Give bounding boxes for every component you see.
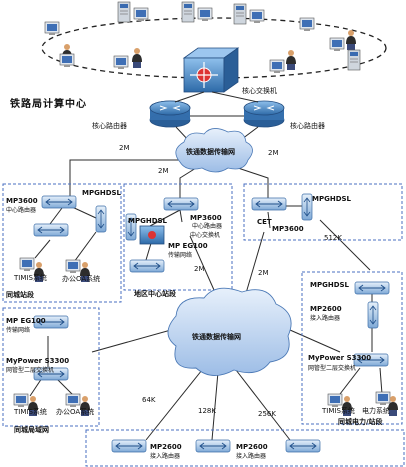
mpghdsl-left-label: MPGHDSL: [82, 189, 122, 197]
mp2600-b1-label: MP2600: [150, 443, 182, 451]
links: [29, 91, 383, 441]
mp3600-mid-label: MP3600: [190, 214, 222, 222]
link-64k: 64K: [142, 396, 156, 404]
mpeg100-mid-label: MP EG100: [168, 242, 208, 250]
oa-left-label: 办公OA系统: [62, 275, 101, 283]
timis-bl-label: TIMIS系统: [14, 408, 47, 416]
core-router-right-label: 核心路由器: [290, 122, 325, 130]
mpeg100-left-sublabel: 传输网络: [6, 327, 31, 334]
power-br-label: 电力系统: [362, 407, 390, 415]
bureau-center-label: 铁路局计算中心: [10, 99, 87, 110]
mid-cluster-devices: [125, 197, 199, 273]
mpeg100-left-label: MP EG100: [6, 317, 46, 325]
mp3600-left-sublabel: 中心路由器: [6, 207, 37, 214]
core-router-left-label: 核心路由器: [92, 122, 127, 130]
mpghdsl-mid-label: MPGHDSL: [128, 217, 168, 225]
core-switch-icon: [182, 47, 240, 93]
oa-bl-label: 办公OA系统: [56, 408, 95, 416]
top-cloud-icon: [175, 128, 253, 173]
mypower-br-sublabel: 网管型二层交换机: [308, 365, 357, 372]
bottom-row-devices: [111, 439, 321, 453]
dashed-groups: [2, 183, 405, 467]
mypower-left-sublabel: 网管型二层交换机: [6, 367, 55, 374]
core-router-left-icon: [149, 100, 191, 128]
mp3600-right-label: MP3600: [272, 225, 304, 233]
mypower-left-label: MyPower S3300: [6, 357, 70, 365]
core-router-right-icon: [243, 100, 285, 128]
timis-br-label: TIMIS系统: [322, 407, 355, 415]
link-256k: 256K: [258, 410, 276, 418]
mp3600-mid-sublabel: 中心路由器: [192, 223, 223, 230]
city-power-label: 同城电力/站段: [338, 418, 383, 426]
mypower-br-label: MyPower S3300: [308, 354, 372, 362]
city-lan-label: 同城局域网: [14, 426, 49, 434]
mp2600-b1-sublabel: 接入路由器: [150, 453, 181, 460]
mp2600-br-label: MP2600: [310, 305, 342, 313]
timis-left-label: TIMIS系统: [14, 274, 47, 282]
mp3600-left-label: MP3600: [6, 197, 38, 205]
mid-transfer-label: 传输网络: [168, 252, 193, 259]
mpghdsl-br-label: MPGHDSL: [310, 281, 350, 289]
link-2m-b: 2M: [158, 167, 169, 175]
link-2m-c: 2M: [268, 149, 279, 157]
mid-cloud-icon: [167, 287, 292, 376]
district-center-label: 地区中心站段: [134, 290, 176, 298]
link-2m-e: 2M: [258, 269, 269, 277]
core-switch-label: 核心交换机: [242, 87, 277, 95]
link-2m-a: 2M: [119, 144, 130, 152]
mp2600-br-sublabel: 接入路由器: [310, 315, 341, 322]
top-ring: [41, 17, 387, 79]
cet-label: CET: [257, 218, 272, 226]
mpeg100-mid-sublabel: 中心交换机: [190, 232, 221, 239]
top-servers: [117, 1, 265, 25]
mp2600-b2-label: MP2600: [236, 443, 268, 451]
city-station-left-label: 同城站段: [6, 291, 34, 299]
link-2m-d: 2M: [194, 265, 205, 273]
mpghdsl-right-label: MPGHDSL: [312, 195, 352, 203]
right-cluster-devices: [251, 193, 390, 295]
link-128k: 128K: [198, 407, 216, 415]
link-512k: 512K: [324, 234, 342, 242]
mp2600-b2-sublabel: 接入路由器: [236, 453, 267, 460]
top-cloud-label: 铁通数据传输网: [186, 148, 235, 156]
mid-cloud-label: 铁通数据传输网: [192, 333, 241, 341]
